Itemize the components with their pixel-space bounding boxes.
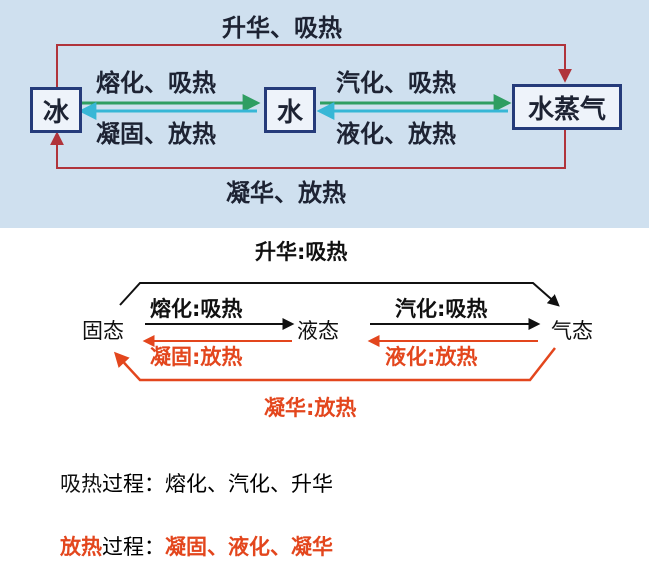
label-melting-bottom: 熔化:吸热 bbox=[150, 297, 243, 321]
sublimation-loop-line bbox=[56, 44, 572, 87]
label-sublimation-top: 升华、吸热 bbox=[222, 14, 342, 42]
summary-absorb-list: 熔化、汽化、升华 bbox=[165, 472, 333, 496]
summary-absorb-rest: 过程： bbox=[102, 472, 165, 496]
label-melting-top: 熔化、吸热 bbox=[96, 69, 216, 97]
bottom-deposition-line bbox=[113, 347, 556, 382]
summary-release-line: 放热过程：凝固、液化、凝华 bbox=[60, 537, 333, 558]
summary-absorb-line: 吸热过程：熔化、汽化、升华 bbox=[60, 474, 333, 495]
state-liquid: 液态 bbox=[297, 319, 339, 343]
state-box-vapor: 水蒸气 bbox=[512, 84, 622, 130]
state-water-text: 水 bbox=[276, 97, 303, 128]
label-solidification-bottom: 凝固:放热 bbox=[150, 345, 243, 369]
label-deposition-bottom: 凝华:放热 bbox=[264, 396, 357, 420]
state-box-ice: 冰 bbox=[30, 87, 82, 133]
state-solid: 固态 bbox=[82, 319, 124, 343]
label-deposition-top: 凝华、放热 bbox=[226, 179, 346, 207]
deposition-loop-line bbox=[50, 130, 566, 169]
summary-release-rest: 过程： bbox=[102, 535, 165, 559]
label-vaporization-top: 汽化、吸热 bbox=[336, 69, 456, 97]
state-gas: 气态 bbox=[551, 319, 593, 343]
label-sublimation-bottom: 升华:吸热 bbox=[255, 240, 348, 264]
bottom-sublimation-line bbox=[119, 282, 560, 307]
state-box-water: 水 bbox=[264, 87, 316, 133]
summary-release-lead: 放热 bbox=[60, 535, 102, 559]
label-liquefaction-top: 液化、放热 bbox=[336, 120, 456, 148]
summary-absorb-lead: 吸热 bbox=[60, 472, 102, 496]
label-liquefaction-bottom: 液化:放热 bbox=[385, 345, 478, 369]
label-vaporization-bottom: 汽化:吸热 bbox=[395, 297, 488, 321]
state-vapor-text: 水蒸气 bbox=[527, 94, 606, 125]
label-solidification-top: 凝固、放热 bbox=[96, 120, 216, 148]
summary-release-list: 凝固、液化、凝华 bbox=[165, 535, 333, 559]
state-ice-text: 冰 bbox=[42, 97, 69, 128]
